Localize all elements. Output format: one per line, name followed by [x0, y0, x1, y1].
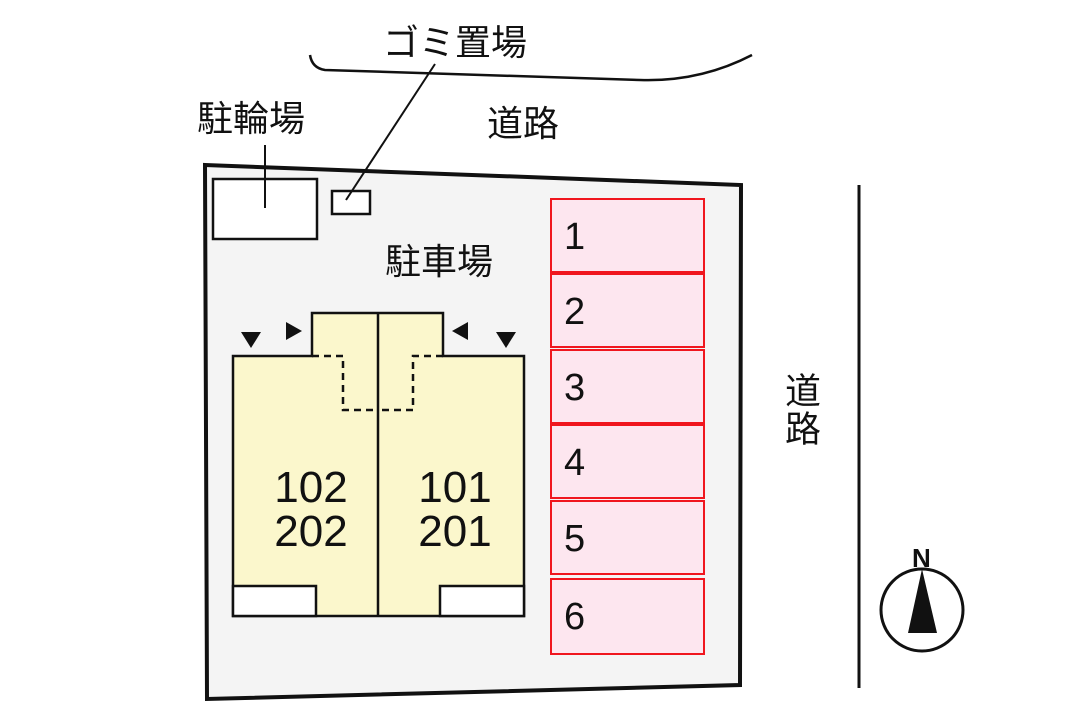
parking-lot-label: 駐車場 [385, 242, 494, 283]
bicycle-parking-label: 駐輪場 [197, 99, 306, 140]
road-north-edge [308, 53, 753, 82]
balcony-right [438, 584, 526, 618]
unit-number: 202 [274, 507, 348, 556]
balcony-left [231, 584, 318, 618]
parking-stall: 4 [550, 424, 705, 499]
entrance-arrow-right-left-icon [286, 322, 302, 340]
stair-right-dashed [378, 354, 443, 412]
parking-stall: 2 [550, 273, 705, 348]
garbage-box [330, 189, 372, 216]
unit-block-left: 102 202 [256, 466, 366, 554]
entrance-arrow-down-right-icon [496, 332, 516, 348]
unit-number: 201 [418, 507, 492, 556]
unit-number: 101 [418, 463, 492, 512]
entrance-arrow-left-right-icon [452, 322, 468, 340]
road-north-label: 道路 [487, 104, 560, 145]
stall-number: 1 [564, 216, 586, 258]
stall-number: 5 [564, 518, 586, 560]
road-east-label: 道路 [779, 372, 820, 448]
stall-number: 4 [564, 442, 586, 484]
stair-left-dashed [312, 354, 378, 412]
entrance-arrow-down-left-icon [241, 332, 261, 348]
parking-stall: 1 [550, 198, 705, 273]
garbage-leader [345, 63, 436, 201]
north-label: N [912, 543, 931, 573]
parking-stall: 5 [550, 500, 705, 575]
parking-stall: 6 [550, 578, 705, 655]
stall-number: 2 [564, 291, 586, 333]
garbage-area-label: ゴミ置場 [383, 23, 528, 64]
unit-block-right: 101 201 [400, 466, 510, 554]
compass-needle-icon [908, 569, 937, 633]
parking-stall: 3 [550, 349, 705, 424]
stall-number: 3 [564, 367, 586, 409]
stall-number: 6 [564, 596, 586, 638]
unit-number: 102 [274, 463, 348, 512]
